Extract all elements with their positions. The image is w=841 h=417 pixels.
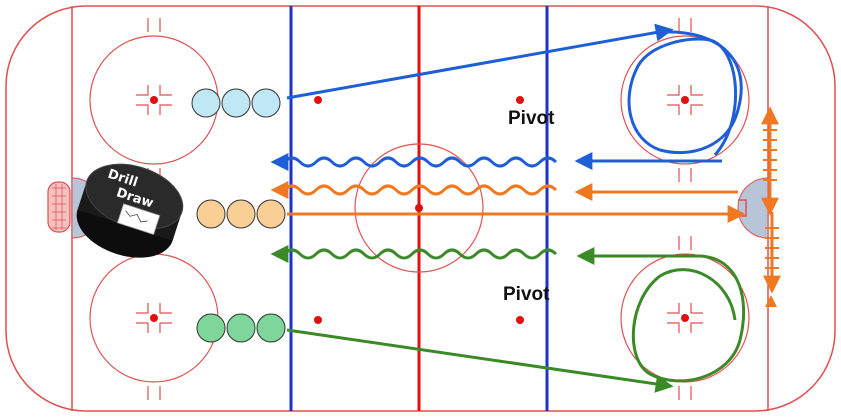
player-line-orange xyxy=(196,199,286,229)
orange-vertical-skate xyxy=(761,106,781,307)
player-orange-1 xyxy=(196,199,226,229)
player-orange-2 xyxy=(226,199,256,229)
center-faceoff-dot xyxy=(415,204,423,212)
green-skating-loop xyxy=(588,254,746,383)
drill-draw-logo: Drill Draw xyxy=(76,163,184,258)
blue-skating-loop xyxy=(627,30,743,156)
pivot-label-bottom: Pivot xyxy=(503,284,550,305)
neutral-dot-bl xyxy=(314,316,322,324)
pivot-label-top: Pivot xyxy=(508,108,555,129)
player-green-2 xyxy=(226,313,256,343)
blue-pass-arrow xyxy=(286,23,674,100)
neutral-dot-tr xyxy=(516,96,524,104)
player-blue-3 xyxy=(251,88,281,118)
faceoff-circle-right-top xyxy=(620,18,750,182)
goal-net-left xyxy=(47,181,71,233)
player-orange-3 xyxy=(256,199,286,229)
player-blue-2 xyxy=(221,88,251,118)
center-circle xyxy=(354,143,484,273)
player-line-green xyxy=(196,313,286,343)
player-line-blue xyxy=(191,88,281,118)
green-pass-arrow xyxy=(286,328,674,393)
neutral-dot-br xyxy=(516,316,524,324)
player-green-1 xyxy=(196,313,226,343)
orange-stickhandle-path xyxy=(270,181,558,199)
player-blue-1 xyxy=(191,88,221,118)
player-green-3 xyxy=(256,313,286,343)
neutral-dot-tl xyxy=(314,96,322,104)
green-stickhandle-path xyxy=(270,245,558,263)
goal-net-mesh xyxy=(52,184,66,230)
blue-stickhandle-path xyxy=(270,153,558,171)
